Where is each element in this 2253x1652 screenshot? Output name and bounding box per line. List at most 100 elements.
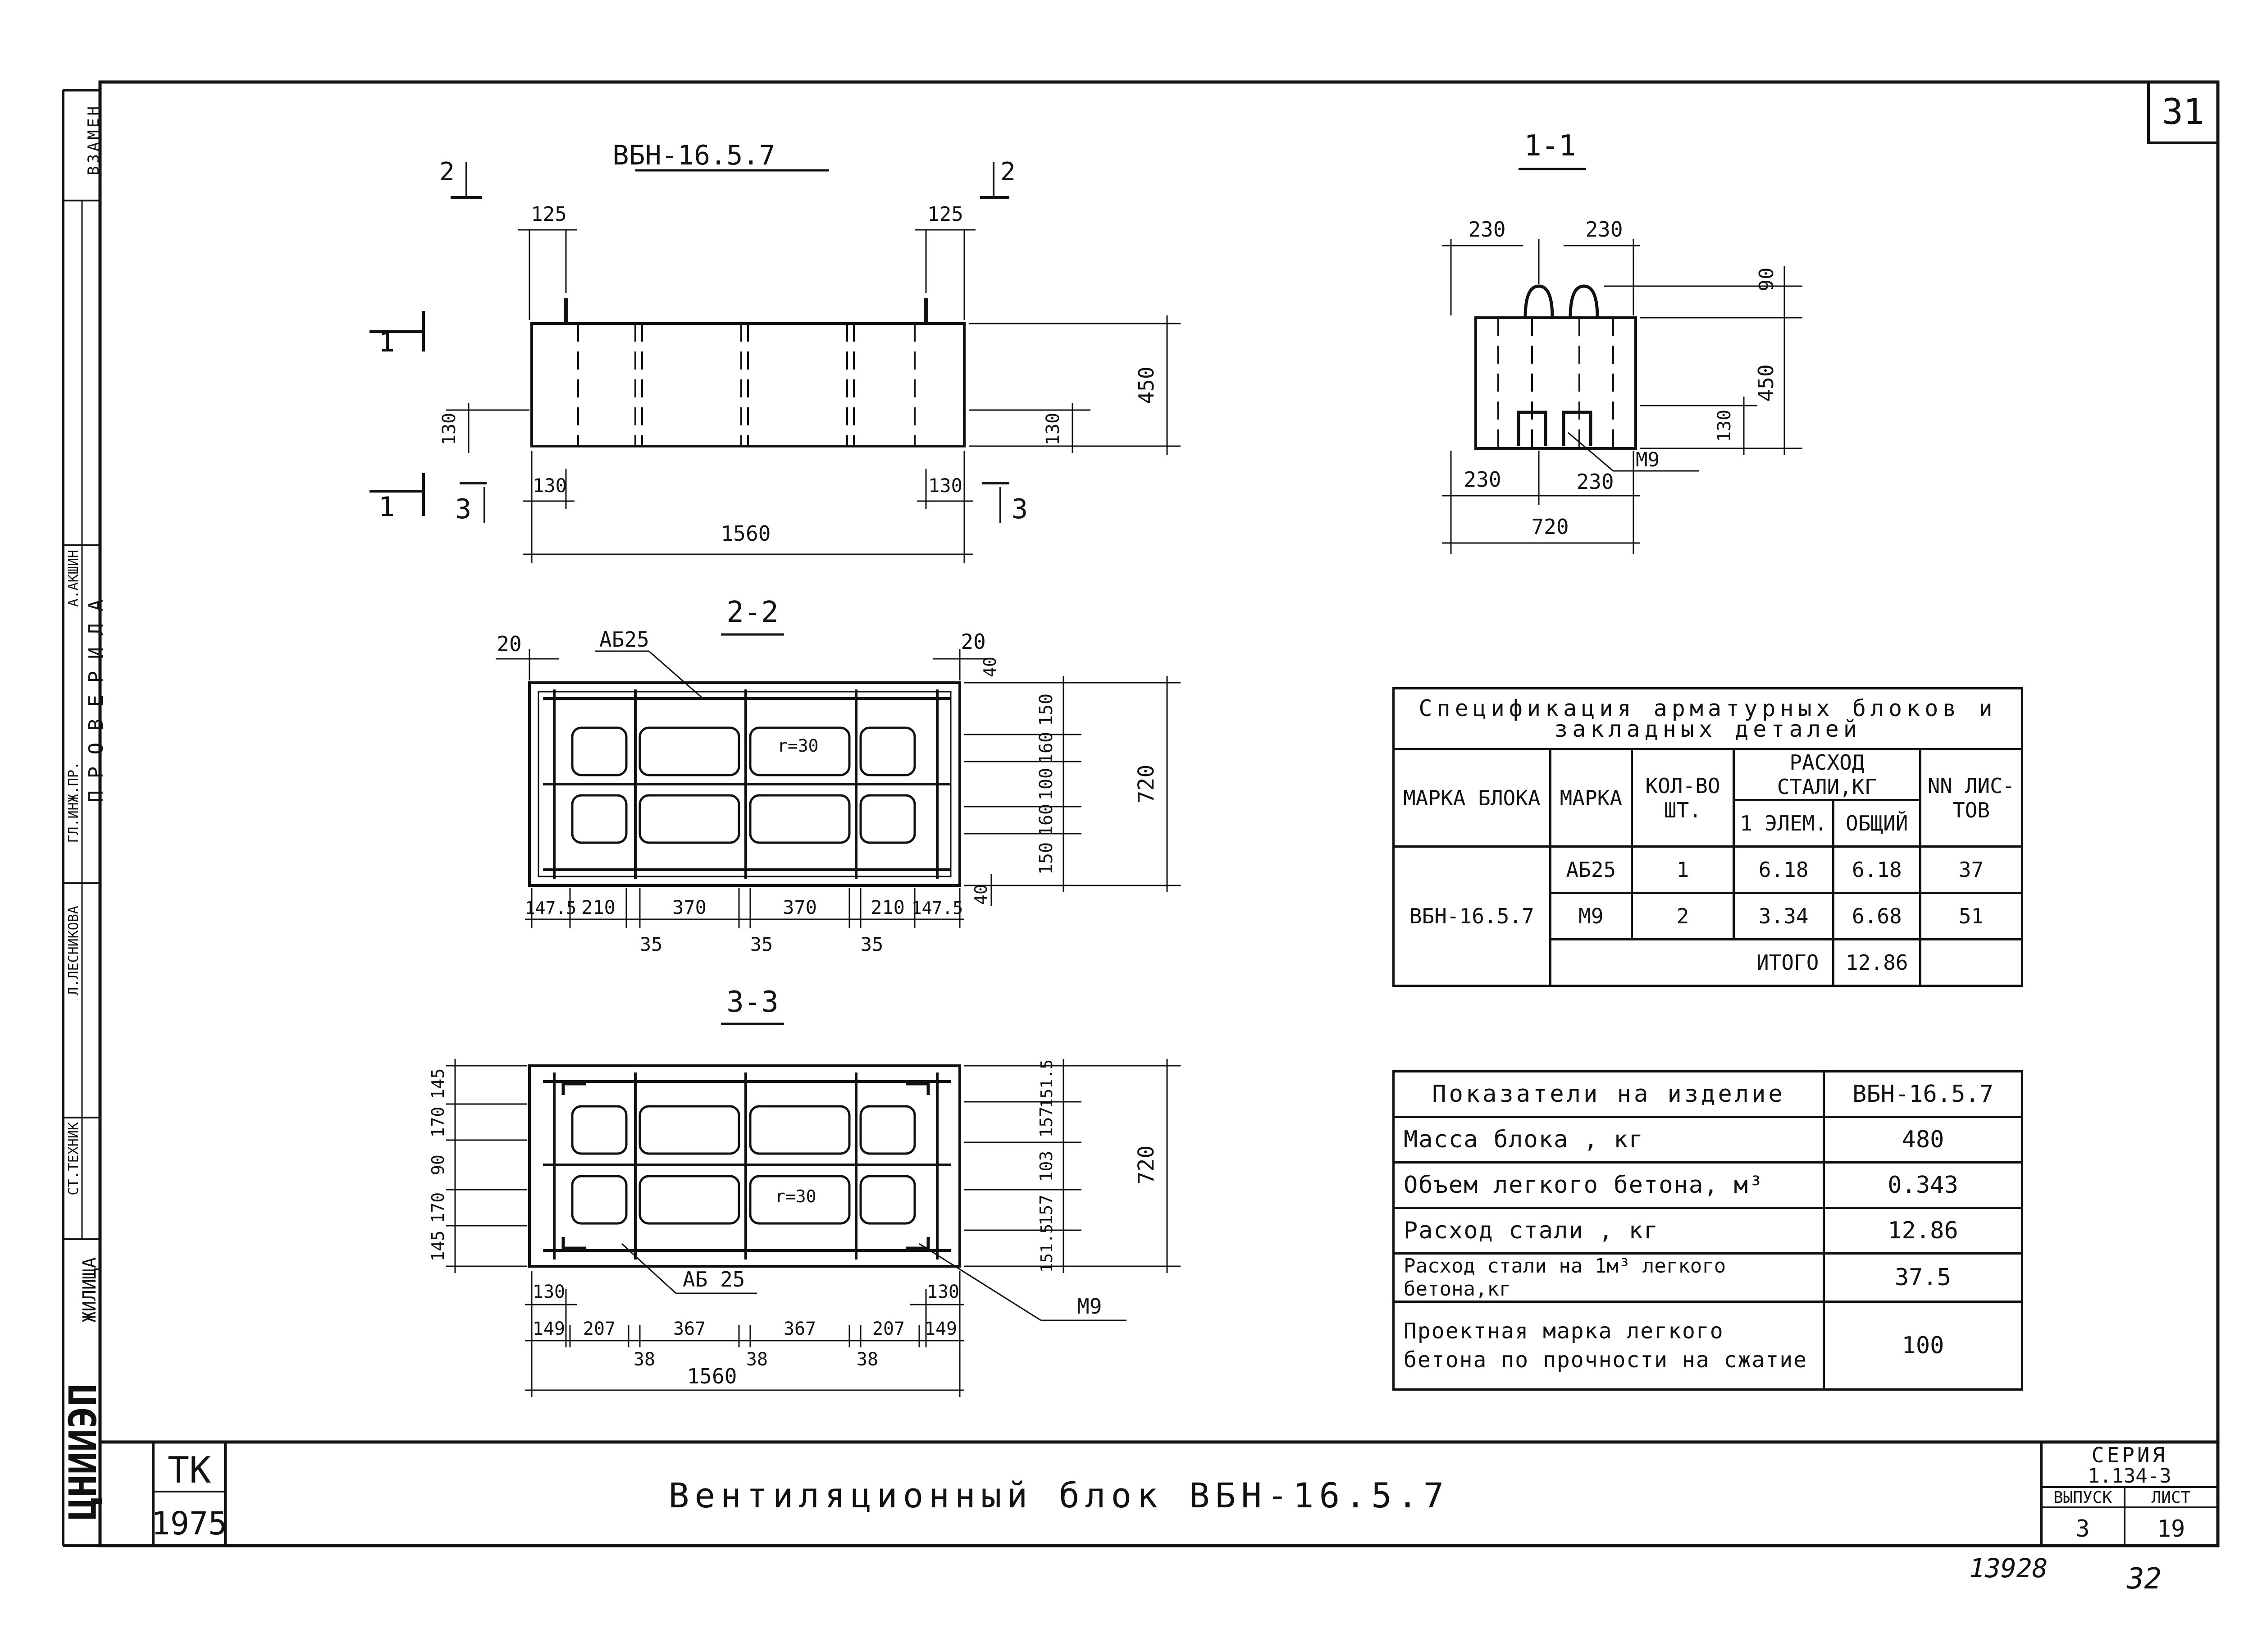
spec-cell: 37 xyxy=(1919,845,2023,894)
tk-label: ТК xyxy=(168,1449,211,1491)
s11-dim-90: 90 xyxy=(1755,268,1778,292)
spec-cell: АБ25 xyxy=(1549,845,1633,894)
section-3-3-title: 3-3 xyxy=(726,986,779,1019)
table-row: М9 2 3.34 6.68 51 xyxy=(1394,892,2023,940)
s22-dim-147-5-right: 147.5 xyxy=(912,898,963,918)
s33-dim-720: 720 xyxy=(1134,1145,1159,1185)
ind-value: 480 xyxy=(1823,1116,2023,1164)
ind-value: 100 xyxy=(1823,1301,2023,1391)
s22-dim-370-b: 370 xyxy=(783,896,817,918)
spec-cell: 1 xyxy=(1631,845,1735,894)
year-label: 1975 xyxy=(151,1505,228,1542)
spec-h-mark: МАРКА xyxy=(1549,748,1633,848)
spec-h-block-mark: МАРКА БЛОКА xyxy=(1392,748,1551,848)
s33-dim-149-left: 149 xyxy=(533,1319,565,1339)
s22-dim-210-left: 210 xyxy=(581,896,616,918)
table-row: Масса блока , кг 480 xyxy=(1392,1116,2023,1164)
table-row: Расход стали на 1м³ легкого бетона,кг 37… xyxy=(1392,1252,2023,1303)
s33-dim-130-right: 130 xyxy=(927,1282,959,1302)
s33-dim-left-145-bottom: 145 xyxy=(428,1231,448,1262)
s22-dim-20-left: 20 xyxy=(497,632,521,656)
s22-dim-40-top: 40 xyxy=(980,657,1000,677)
elev-dim-130-left-v: 130 xyxy=(439,413,460,445)
footer-page: 32 xyxy=(2126,1562,2162,1596)
s33-dim-right-151-5-top: 151.5 xyxy=(1038,1059,1056,1108)
ind-header-label: Показатели на изделие xyxy=(1392,1070,1825,1118)
s22-dim-150-top: 150 xyxy=(1036,694,1057,726)
ind-value: 0.343 xyxy=(1823,1161,2023,1209)
section-mark-3-right: 3 xyxy=(1012,493,1028,525)
s22-dim-147-5-left: 147.5 xyxy=(525,898,576,918)
s33-dim-130-left: 130 xyxy=(533,1282,565,1302)
s22-radius: r=30 xyxy=(777,736,819,756)
s22-callout-ab25: АБ25 xyxy=(599,627,649,652)
elev-dim-1560: 1560 xyxy=(721,521,771,546)
s33-dim-right-151-5-bottom: 151.5 xyxy=(1038,1224,1056,1273)
elev-dim-450: 450 xyxy=(1134,366,1158,404)
s33-dim-367-b: 367 xyxy=(784,1319,816,1339)
logo-text: ЦНИИЭП xyxy=(61,1383,105,1520)
s11-dim-230-tr: 230 xyxy=(1585,217,1623,242)
spec-cell: 6.68 xyxy=(1832,892,1922,940)
s33-dim-207-right: 207 xyxy=(872,1319,905,1339)
spec-h-steel: РАСХОД СТАЛИ,КГ xyxy=(1732,748,1922,801)
list-label: ЛИСТ xyxy=(2152,1488,2191,1507)
s22-gap-35-a: 35 xyxy=(640,933,663,955)
section-1-1: 1-1 230 230 90 450 130 xyxy=(1442,129,1802,554)
table-row: Объем легкого бетона, м³ 0.343 xyxy=(1392,1161,2023,1209)
s33-radius: r=30 xyxy=(775,1187,816,1206)
ind-value: 37.5 xyxy=(1823,1252,2023,1303)
drawing-title: Вентиляционный блок ВБН-16.5.7 xyxy=(669,1475,1450,1515)
s33-dim-right-103: 103 xyxy=(1036,1151,1056,1182)
s11-dim-230-br: 230 xyxy=(1576,470,1614,494)
indicators-table: Показатели на изделие ВБН-16.5.7 Масса б… xyxy=(1392,1070,2023,1391)
table-row: ВБН-16.5.7 АБ25 1 6.18 6.18 37 xyxy=(1392,845,2023,987)
section-3-3: 3-3 r=30 xyxy=(428,986,1181,1397)
s33-callout-m9: М9 xyxy=(1077,1294,1102,1319)
gl-inzh-label: ГЛ.ИНЖ.ПР. xyxy=(66,762,82,843)
s22-dim-100: 100 xyxy=(1036,768,1057,800)
s22-dim-210-right: 210 xyxy=(871,896,905,918)
s33-dim-207-left: 207 xyxy=(583,1319,616,1339)
spec-h-qty: КОЛ-ВО ШТ. xyxy=(1631,748,1735,848)
spec-block: ВБН-16.5.7 xyxy=(1392,845,1551,987)
s33-gap-38-a: 38 xyxy=(634,1349,655,1370)
s22-dim-160-b: 160 xyxy=(1036,804,1057,836)
spec-table: Спецификация арматурных блоков и закладн… xyxy=(1392,687,2023,987)
ind-label: Масса блока , кг xyxy=(1392,1116,1825,1164)
s33-dim-left-145-top: 145 xyxy=(428,1068,448,1100)
s11-dim-230-tl: 230 xyxy=(1468,217,1505,242)
spec-h-per-one: 1 ЭЛЕМ. xyxy=(1732,799,1835,848)
s33-dim-1560: 1560 xyxy=(687,1364,737,1388)
table-row: ИТОГО 12.86 xyxy=(1394,938,2023,987)
ind-label: Расход стали на 1м³ легкого бетона,кг xyxy=(1392,1252,1825,1303)
table-row: Проектная марка легкого бетона по прочно… xyxy=(1392,1301,2023,1391)
s11-dim-450: 450 xyxy=(1754,364,1778,402)
elev-dim-130-right-v: 130 xyxy=(1043,413,1063,445)
vzamen-label: ВЗАМЕН xyxy=(85,104,103,175)
spec-cell: 2 xyxy=(1631,892,1735,940)
vypusk-label: ВЫПУСК xyxy=(2053,1488,2112,1507)
spec-cell: 6.18 xyxy=(1832,845,1922,894)
lesnikova-label: Л.ЛЕСНИКОВА xyxy=(66,906,82,995)
s33-dim-left-90: 90 xyxy=(428,1155,448,1175)
s33-dim-left-170-b: 170 xyxy=(428,1192,448,1223)
elev-dim-125-left: 125 xyxy=(531,203,566,226)
page-number-box xyxy=(2147,81,2219,144)
page-number: 31 xyxy=(2162,92,2204,132)
title-block: ТК 1975 Вентиляционный блок ВБН-16.5.7 С… xyxy=(100,1440,2218,1546)
s33-dim-367-a: 367 xyxy=(673,1319,706,1339)
s22-dim-40-bottom: 40 xyxy=(971,884,991,905)
elevation-view: ВБН-16.5.7 125 125 450 xyxy=(369,140,1181,563)
ind-header-value: ВБН-16.5.7 xyxy=(1823,1070,2023,1118)
spec-cell: 6.18 xyxy=(1732,845,1835,894)
proverila-label: П Р О В Е Р И Л А xyxy=(85,599,108,803)
spec-cell: М9 xyxy=(1549,892,1633,940)
ind-label: Расход стали , кг xyxy=(1392,1207,1825,1255)
st-tehnik-label: СТ.ТЕХНИК xyxy=(66,1122,82,1196)
s22-dim-150-bottom: 150 xyxy=(1036,842,1057,875)
spec-h-total: ОБЩИЙ xyxy=(1832,799,1922,848)
elevation-title: ВБН-16.5.7 xyxy=(612,140,775,171)
spec-empty xyxy=(1919,938,2023,987)
s33-dim-right-157-a: 157 xyxy=(1036,1107,1056,1138)
